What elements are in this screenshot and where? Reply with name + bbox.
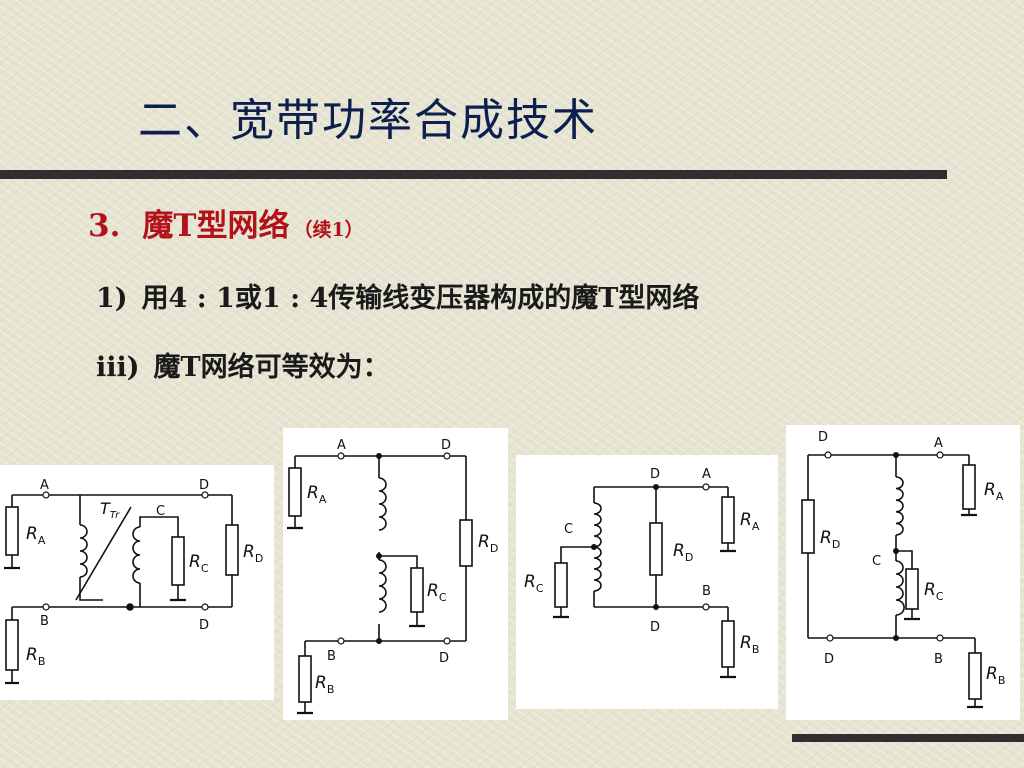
terminal-dots xyxy=(337,452,451,645)
section-heading: 3. 魔T型网络（续1） xyxy=(88,200,364,245)
resistor-rd xyxy=(649,522,663,576)
terminal-dots xyxy=(824,451,944,642)
node-label-b: B xyxy=(327,649,336,664)
resistor-ra xyxy=(5,506,19,556)
section-note: （续1） xyxy=(293,219,364,241)
footer-rule xyxy=(792,734,1024,742)
transformer-core-line xyxy=(75,506,132,601)
node-label-a: A xyxy=(702,467,711,482)
node-label-a: A xyxy=(934,436,943,451)
section-title: 魔T型网络 xyxy=(142,208,290,244)
node-label-d-bottom: D xyxy=(439,651,449,666)
circuit-diagram-1: A D B D C TTr RA RB RC RD xyxy=(0,465,274,700)
item-label-2: iii) xyxy=(96,352,140,383)
text-line-2: iii) 魔T网络可等效为： xyxy=(96,345,390,384)
slide-title: 二、宽带功率合成技术 xyxy=(138,95,598,146)
coil-lower xyxy=(895,560,905,616)
item-text-2: 魔T网络可等效为： xyxy=(153,352,390,383)
coil-lower xyxy=(593,546,602,592)
resistor-rd xyxy=(801,499,815,554)
resistor-rc xyxy=(554,562,568,608)
junction-dots xyxy=(376,453,382,644)
text-line-1: 1) 用4 : 1或1 : 4传输线变压器构成的魔T型网络 xyxy=(96,276,699,315)
node-label-d-top: D xyxy=(441,438,451,453)
coil-primary xyxy=(79,524,88,578)
resistor-rb xyxy=(5,619,19,671)
wire-rc xyxy=(896,550,913,619)
node-label-d-top: D xyxy=(818,430,828,445)
resistor-rc xyxy=(905,568,919,610)
label-rb: RB xyxy=(740,633,759,656)
resistor-rb xyxy=(721,620,735,668)
section-number: 3. xyxy=(88,208,121,244)
label-rc: RC xyxy=(427,581,447,604)
coil-upper xyxy=(895,476,904,536)
resistor-rc xyxy=(171,536,185,586)
node-label-b: B xyxy=(702,584,711,599)
junction-dot xyxy=(126,603,134,611)
ground-symbols xyxy=(4,566,186,685)
resistor-rc xyxy=(410,567,424,613)
junction-dots xyxy=(591,484,659,610)
label-rc: RC xyxy=(524,572,544,595)
wire-rc xyxy=(379,555,418,626)
node-label-d-top: D xyxy=(199,478,209,493)
node-label-c: C xyxy=(156,504,165,519)
resistor-rb xyxy=(298,655,312,703)
label-rb: RB xyxy=(986,664,1005,687)
node-label-c: C xyxy=(564,522,573,537)
resistor-ra xyxy=(721,496,735,544)
label-ra: RA xyxy=(26,524,46,547)
wire-primary xyxy=(79,495,103,601)
resistor-ra xyxy=(962,464,976,510)
label-rd: RD xyxy=(243,542,263,565)
label-rc: RC xyxy=(924,580,944,603)
terminal-dots xyxy=(42,491,209,611)
item-label-1: 1) xyxy=(96,283,128,314)
node-label-b: B xyxy=(934,652,943,667)
label-rd: RD xyxy=(673,541,693,564)
node-label-d-bottom: D xyxy=(199,618,209,633)
coil-lower xyxy=(378,559,387,613)
node-label-d-top: D xyxy=(650,467,660,482)
title-underline xyxy=(0,170,947,179)
circuit-diagram-4: D A C D B RD RA RC RB xyxy=(786,425,1020,720)
circuit-diagram-3: D A C B D RC RD RA RB xyxy=(516,455,778,709)
wire-rc xyxy=(560,546,594,617)
node-label-a: A xyxy=(337,438,346,453)
ground-symbols xyxy=(287,526,425,715)
junction-dots xyxy=(893,452,899,641)
label-rd: RD xyxy=(478,532,498,555)
label-rc: RC xyxy=(189,552,209,575)
node-label-d-bottom: D xyxy=(824,652,834,667)
label-rd: RD xyxy=(820,528,840,551)
ground-symbols xyxy=(904,513,983,709)
resistor-ra xyxy=(288,467,302,517)
circuit-diagram-2: A D B D RA RB RC RD xyxy=(283,428,508,720)
node-label-d-bottom: D xyxy=(650,620,660,635)
terminal-dots xyxy=(702,483,710,611)
ground-symbols xyxy=(553,549,736,679)
label-ra: RA xyxy=(740,510,760,533)
label-rb: RB xyxy=(315,673,334,696)
label-ra: RA xyxy=(984,480,1004,503)
coil-upper xyxy=(378,477,387,531)
label-ra: RA xyxy=(307,483,327,506)
node-label-b: B xyxy=(40,614,49,629)
resistor-rb xyxy=(968,652,982,700)
node-label-c: C xyxy=(872,554,881,569)
coil-secondary xyxy=(132,526,141,584)
transformer-label: TTr xyxy=(100,499,120,521)
resistor-rd xyxy=(225,524,239,576)
label-rb: RB xyxy=(26,645,45,668)
coil-upper xyxy=(593,502,602,548)
resistor-rd xyxy=(459,519,473,567)
wire-rc xyxy=(139,516,179,600)
item-text-1: 用4 : 1或1 : 4传输线变压器构成的魔T型网络 xyxy=(141,283,700,314)
node-label-a: A xyxy=(40,478,49,493)
